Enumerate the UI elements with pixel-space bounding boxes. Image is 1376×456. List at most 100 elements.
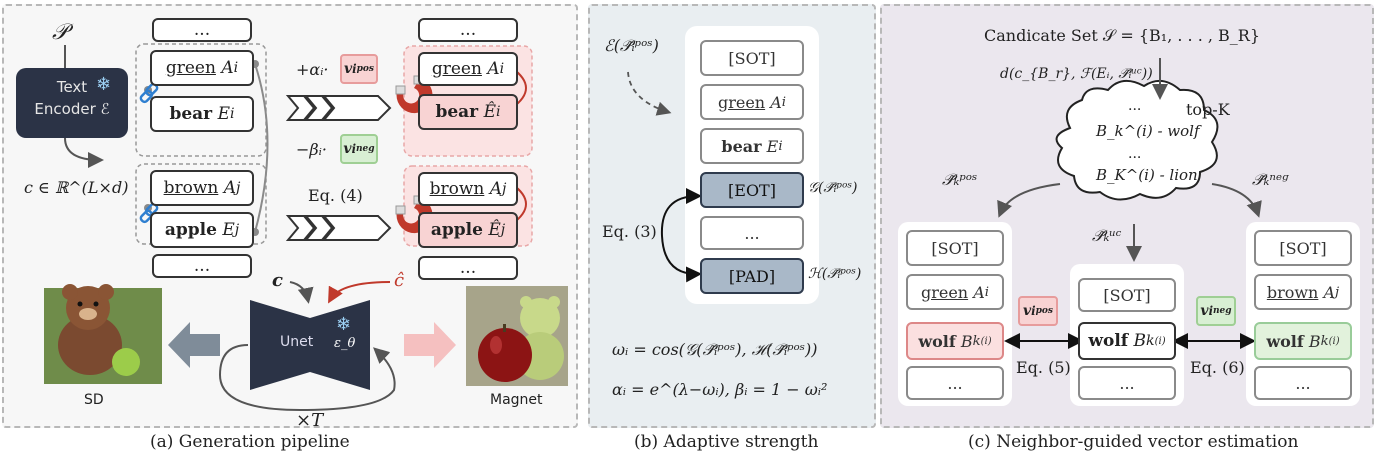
- encoder-label-1: Text: [56, 78, 88, 96]
- alpha-term: +αᵢ·: [296, 60, 329, 79]
- token-pad: [PAD]: [700, 258, 804, 294]
- h-label: ℋ(𝒫̃ᵢᵖᵒˢ): [808, 266, 862, 282]
- cloud-dots-2: ...: [1128, 146, 1142, 162]
- token-symbol: B: [960, 331, 973, 351]
- neg-ellipsis: ...: [1254, 366, 1352, 400]
- token-word: wolf: [1088, 331, 1129, 351]
- cloud-dots-1: ...: [1128, 98, 1142, 114]
- token-sub: i: [233, 60, 239, 76]
- alpha-beta-formula: αᵢ = e^(λ−ωᵢ), βᵢ = 1 − ωᵢ²: [612, 380, 828, 399]
- beta-term: −βᵢ·: [296, 140, 327, 159]
- pos-sot: [SOT]: [906, 230, 1004, 266]
- eq4-label: Eq. (4): [308, 186, 363, 205]
- token-sub: j: [500, 222, 506, 238]
- eq3-label: Eq. (3): [602, 222, 657, 241]
- token-sub: k: [972, 333, 981, 349]
- token-symbol: A: [770, 92, 782, 112]
- token-sub: j: [1335, 284, 1340, 300]
- chevron-arrow-icon: [285, 95, 392, 241]
- token-sub: j: [236, 180, 241, 196]
- token-sub: j: [234, 222, 240, 238]
- vec-sub: i: [352, 62, 357, 76]
- vec-sup: neg: [356, 144, 375, 154]
- token-sub: i: [984, 284, 990, 300]
- caption-b: (b) Adaptive strength: [634, 432, 819, 452]
- token-word: bear: [721, 136, 762, 156]
- token-symbol: A: [223, 178, 237, 198]
- encoder-output-arrow: [64, 137, 104, 168]
- vec-sup: pos: [356, 64, 374, 74]
- encoded-prompt-label: ℰ(𝒫̃ᵢᵖᵒˢ): [604, 36, 659, 55]
- token-sup: (i): [1154, 335, 1166, 347]
- token-word: wolf: [1266, 331, 1304, 351]
- p-neg-label: 𝒫̃ₖⁿᵉᵍ: [1252, 170, 1289, 189]
- eq6-label: Eq. (6): [1190, 358, 1245, 377]
- g-label: 𝒢(𝒫̃ᵢᵖᵒˢ): [808, 180, 858, 196]
- uc-sot: [SOT]: [1078, 278, 1176, 312]
- right-block-arrow: [404, 322, 456, 368]
- token-word: apple: [164, 220, 217, 240]
- token-word: green: [717, 92, 766, 112]
- token-sub: i: [778, 138, 783, 154]
- distance-label: d(c_{B_r}, ℱ(Eᵢ, 𝒫̃ᵢᵘᶜ)): [1000, 66, 1153, 82]
- token-sup: (i): [980, 335, 992, 347]
- token-symbol: A: [221, 58, 234, 78]
- token-sub: i: [229, 106, 235, 122]
- encoder-label-2: Encoder ℰ: [34, 100, 110, 118]
- c-dim-label: c ∈ ℝ^(L×d): [24, 178, 129, 197]
- uc-ellipsis: ...: [1078, 366, 1176, 400]
- token-symbol: E: [222, 220, 235, 240]
- token-word: brown: [163, 178, 219, 198]
- neg-sot: [SOT]: [1254, 230, 1352, 266]
- token-symbol: E: [217, 104, 230, 124]
- caption-a: (a) Generation pipeline: [150, 432, 350, 452]
- vec-sub: i: [1208, 304, 1213, 318]
- snowflake-icon: ❄: [96, 74, 112, 95]
- token-word: green: [431, 59, 482, 79]
- token-symbol: A: [973, 282, 985, 302]
- token-eot: [EOT]: [700, 172, 804, 208]
- token-symbol-hat: Ê: [488, 220, 501, 240]
- mod-token-ellipsis-bottom: ...: [418, 256, 518, 280]
- token-symbol: B: [1133, 331, 1147, 351]
- cloud-wolf: B_k^(i) - wolf: [1096, 122, 1200, 140]
- token-sub: i: [781, 94, 787, 110]
- times-t-label: ×T: [296, 410, 324, 431]
- c-hat-label: ĉ: [394, 270, 405, 291]
- unet-shape: [250, 300, 370, 390]
- token-symbol: A: [489, 179, 503, 199]
- candidate-cloud: [1055, 79, 1219, 201]
- pos-ellipsis: ...: [906, 366, 1004, 400]
- token-group-upper: [135, 43, 267, 157]
- prompt-symbol: 𝒫: [52, 20, 68, 45]
- vec-symbol: v: [1200, 303, 1209, 319]
- token-word: brown: [1266, 282, 1319, 302]
- token-word: bear: [169, 104, 213, 124]
- left-block-arrow: [168, 322, 220, 368]
- vec-symbol: v: [1023, 303, 1032, 319]
- token-ellipsis-bottom: ...: [152, 254, 252, 278]
- magnet-label: Magnet: [490, 392, 543, 408]
- token-symbol-hat: Ê: [483, 102, 496, 122]
- token-symbol: B: [1308, 331, 1321, 351]
- epsilon-label: ε_θ: [334, 336, 356, 351]
- token-sup: (i): [1328, 335, 1340, 347]
- token-sub: j: [502, 181, 507, 197]
- eq5-label: Eq. (5): [1016, 358, 1071, 377]
- p-uc-label: 𝒫̃ₖᵘᶜ: [1092, 226, 1122, 245]
- mod-token-ellipsis-top: ...: [418, 18, 518, 42]
- pos-column-bg: [898, 222, 1012, 406]
